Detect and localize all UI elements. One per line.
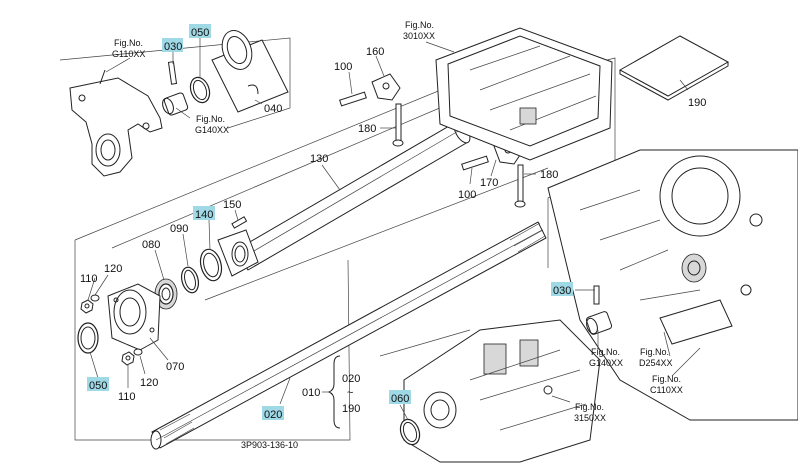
nut-washer-bottom [121, 348, 143, 366]
label-180-top: 180 [358, 123, 376, 135]
label-range-to: 190 [342, 403, 360, 415]
o-ring-050-bottom [77, 322, 99, 354]
label-190-sheet: 190 [688, 97, 706, 109]
fig-g140b-code: G140XX [589, 358, 623, 368]
small-bushing [162, 92, 189, 116]
label-020: 020 [264, 409, 282, 421]
fig-c110-title: Fig.No. [652, 374, 681, 384]
label-010: 010 [302, 387, 320, 399]
fig-3010-title: Fig.No. [405, 20, 434, 30]
bolt-150 [231, 216, 248, 229]
label-060: 060 [391, 393, 409, 405]
label-050-bottom: 050 [89, 380, 107, 392]
o-ring-060 [399, 418, 421, 446]
bearing-housing-070 [107, 283, 161, 351]
label-160: 160 [366, 46, 384, 58]
bracket-160 [371, 73, 401, 101]
label-030-top: 030 [164, 41, 182, 53]
label-080: 080 [142, 239, 160, 251]
label-range-from: 020 [342, 373, 360, 385]
fig-g140a-code: G140XX [195, 125, 229, 135]
fig-g110-title: Fig.No. [114, 38, 143, 48]
fig-3150-code: 3150XX [574, 413, 606, 423]
label-140: 140 [195, 209, 213, 221]
label-100-top: 100 [334, 61, 352, 73]
label-110-top: 110 [80, 273, 98, 285]
label-090: 090 [170, 223, 188, 235]
pin-030-top [167, 61, 178, 85]
flange-140-mount [217, 229, 259, 277]
label-100-mid: 100 [458, 189, 476, 201]
leader-lines [87, 38, 701, 421]
figure-references: Fig.No. G110XX Fig.No. G140XX Fig.No. 30… [112, 20, 683, 423]
tube-130 [235, 120, 471, 271]
pipe-040 [211, 30, 289, 113]
cover-3010 [435, 27, 613, 161]
stud-100-top [339, 91, 367, 107]
fig-g140a-title: Fig.No. [196, 114, 225, 124]
fig-d254-title: Fig.No. [640, 347, 669, 357]
range-brace [322, 355, 341, 429]
label-040: 040 [264, 103, 282, 115]
label-030-right: 030 [553, 285, 571, 297]
label-120-bottom: 120 [140, 377, 158, 389]
stud-100-mid [461, 155, 489, 171]
sheet-190 [618, 35, 730, 101]
label-170: 170 [480, 177, 498, 189]
bearing-080 [154, 278, 178, 310]
label-120-top: 120 [104, 263, 122, 275]
label-150: 150 [223, 199, 241, 211]
label-070: 070 [166, 361, 184, 373]
bolt-180-top [392, 103, 404, 147]
label-180-mid: 180 [540, 169, 558, 181]
rear-housing-3150 [403, 319, 601, 463]
fig-g140b-title: Fig.No. [591, 347, 620, 357]
highlights [87, 24, 573, 420]
pin-030-right [593, 285, 600, 305]
top-left-housing [69, 69, 163, 177]
fig-3150-title: Fig.No. [575, 402, 604, 412]
shaft-020 [150, 221, 547, 450]
o-ring-050-top [189, 76, 211, 104]
part-labels: 030 050 040 100 160 180 130 170 180 100 … [80, 27, 706, 421]
fig-c110-code: C110XX [650, 385, 683, 395]
label-130: 130 [310, 153, 328, 165]
transmission-case [547, 149, 798, 421]
label-range-sep: ~ [347, 387, 353, 399]
bushing-right [585, 311, 613, 335]
label-050-top: 050 [191, 27, 209, 39]
bolt-180-mid [514, 164, 526, 208]
fig-g110-code: G110XX [112, 49, 145, 59]
nut-washer-top [80, 294, 100, 314]
snap-ring-140 [199, 248, 223, 282]
drawing-code: 3P903-136-10 [241, 440, 298, 450]
fig-3010-code: 3010XX [403, 31, 435, 41]
label-110-bottom: 110 [118, 391, 136, 403]
snap-ring-090 [180, 266, 200, 294]
fig-d254-code: D254XX [639, 358, 673, 368]
